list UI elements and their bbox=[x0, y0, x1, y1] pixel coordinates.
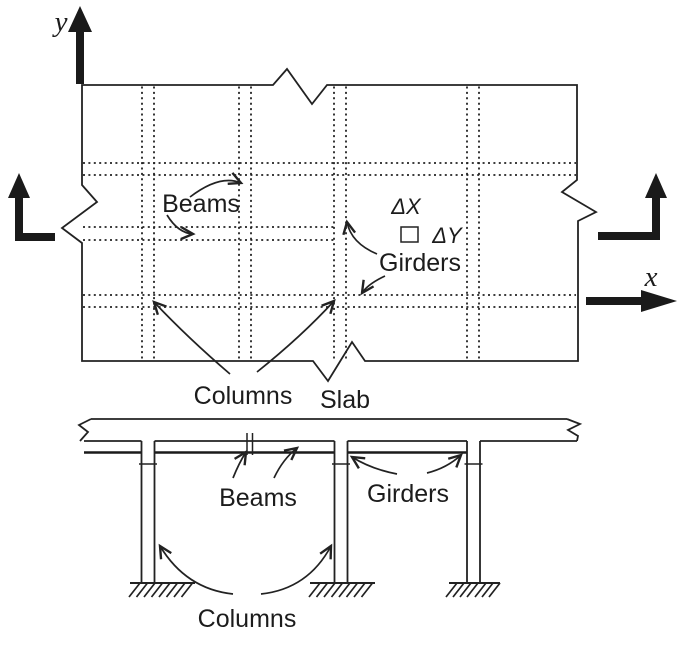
plan-girders-label: Girders bbox=[379, 249, 461, 277]
plan-girder-line-vertical-3 bbox=[466, 86, 480, 360]
elevation-column-middle bbox=[333, 441, 349, 583]
elevation-beams-arrow-1 bbox=[232, 449, 248, 479]
elevation-beams-arrow-2 bbox=[273, 446, 300, 479]
elevation-girders-label: Girders bbox=[367, 480, 449, 508]
elevation-girders-arrow-left bbox=[349, 455, 398, 475]
plan-beams-arrow-1 bbox=[189, 172, 244, 198]
elevation-slab-top bbox=[77, 418, 583, 442]
support-hatch-left bbox=[128, 582, 194, 598]
plan-girders-arrow-2 bbox=[360, 275, 386, 296]
plan-view: Beams ΔX ΔY Girders Columns Slab bbox=[60, 67, 598, 414]
plan-girder-line-vertical-1 bbox=[141, 86, 155, 360]
plan-beams-arrow-2 bbox=[166, 214, 196, 241]
right-edge-arrow-head bbox=[645, 173, 667, 198]
coordinate-axes: y x bbox=[8, 6, 677, 312]
left-edge-arrow-shaft bbox=[15, 196, 55, 241]
elevation-column-right bbox=[466, 441, 481, 583]
plan-beam-line-horizontal bbox=[83, 226, 334, 241]
plan-beam-line-vertical bbox=[238, 86, 252, 360]
elevation-columns-arrow-right bbox=[260, 543, 333, 595]
plan-columns-arrow-2 bbox=[256, 299, 336, 373]
y-axis-label: y bbox=[52, 6, 68, 38]
plan-slab-label: Slab bbox=[320, 386, 370, 414]
plan-beams-label: Beams bbox=[162, 190, 240, 218]
elevation-columns-arrow-left bbox=[158, 543, 234, 595]
delta-x-label: ΔX bbox=[390, 194, 422, 219]
support-hatch-right bbox=[445, 582, 501, 598]
plan-slab-outline bbox=[60, 67, 598, 383]
left-edge-arrow-head bbox=[8, 173, 30, 198]
plan-girder-line-vertical-2 bbox=[333, 86, 347, 360]
plan-columns-label: Columns bbox=[194, 382, 293, 410]
plan-columns-arrow-1 bbox=[152, 300, 231, 375]
elevation-column-left bbox=[140, 441, 156, 583]
elevation-girders-arrow-right bbox=[426, 453, 463, 474]
elevation-columns-label: Columns bbox=[198, 605, 297, 633]
support-hatch-middle bbox=[308, 582, 374, 598]
right-edge-arrow-shaft bbox=[598, 196, 660, 240]
plan-girders-arrow-1 bbox=[342, 219, 378, 255]
delta-y-label: ΔY bbox=[431, 223, 463, 248]
elevation-beams-label: Beams bbox=[219, 484, 297, 512]
column-section-square bbox=[400, 226, 419, 243]
elevation-view: Beams Girders Columns bbox=[77, 418, 583, 633]
plan-girder-line-horizontal-1 bbox=[83, 162, 576, 176]
y-axis-arrow-head bbox=[68, 6, 92, 32]
x-axis-label: x bbox=[644, 261, 658, 293]
x-axis-arrow-head bbox=[641, 290, 677, 312]
